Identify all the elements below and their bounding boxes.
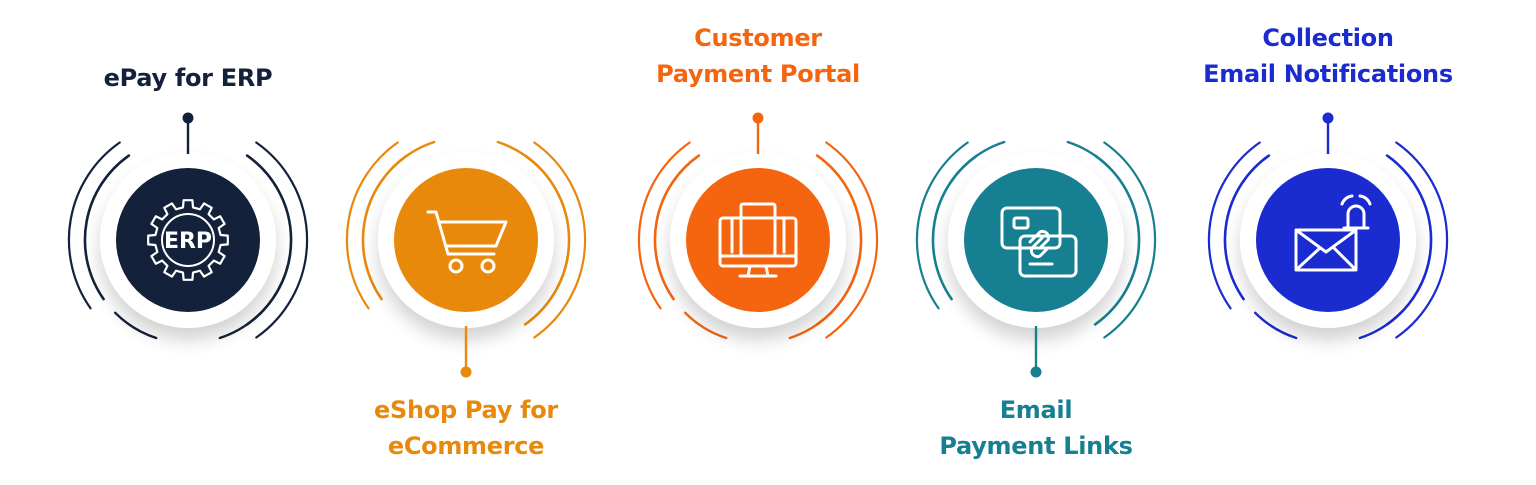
- ring-arcs: [1207, 141, 1449, 340]
- label-line: ePay for ERP: [103, 64, 273, 92]
- label-line: Customer: [694, 24, 822, 52]
- ring-arc: [392, 140, 436, 169]
- node-color-disc: [1256, 168, 1400, 312]
- label-line: Email Notifications: [1203, 60, 1453, 88]
- ring-arc: [1395, 141, 1449, 339]
- erp-gear-icon: ERP: [147, 199, 229, 281]
- ring-arc: [1066, 140, 1110, 169]
- ring-arc: [1207, 141, 1261, 310]
- ring-arcs: [915, 140, 1157, 339]
- card-link-icon: [1000, 206, 1078, 278]
- ring-arc: [533, 141, 587, 339]
- ring-arc: [637, 141, 691, 310]
- envelope-bell-icon: [1294, 194, 1372, 272]
- label-line: Payment Portal: [656, 60, 860, 88]
- ring-arcs: [345, 140, 587, 339]
- ring-arc: [1223, 154, 1271, 301]
- label-line: eCommerce: [387, 432, 545, 460]
- ring-arc: [1358, 311, 1402, 340]
- ring-arc: [931, 154, 979, 301]
- ring-arc: [1385, 154, 1433, 326]
- monitor-portal-icon: [718, 202, 798, 278]
- ring-arc: [255, 141, 309, 339]
- ring-arc: [1093, 154, 1141, 326]
- ring-arc: [915, 141, 969, 310]
- node-email-links: [915, 140, 1157, 378]
- label-line: eShop Pay for: [374, 396, 558, 424]
- label-eshop-pay: eShop Pay for eCommerce: [374, 392, 558, 464]
- node-customer-portal: [637, 112, 879, 340]
- node-color-disc: [116, 168, 260, 312]
- ring-arc: [962, 140, 1006, 169]
- connector-dot: [182, 112, 194, 124]
- connector-dot: [1030, 366, 1042, 378]
- node-color-disc: [964, 168, 1108, 312]
- ring-arc: [345, 141, 399, 310]
- ring-arc: [361, 154, 409, 301]
- ring-arcs: [67, 141, 309, 340]
- node-epay-erp: ERP: [67, 112, 309, 340]
- label-line: Payment Links: [939, 432, 1133, 460]
- ring-arc: [114, 311, 158, 340]
- ring-arc: [684, 311, 728, 340]
- node-color-disc: [394, 168, 538, 312]
- ring-arc: [523, 154, 571, 326]
- ring-arc: [1103, 141, 1157, 339]
- connector-dot: [752, 112, 764, 124]
- ring-arc: [1254, 311, 1298, 340]
- shopping-cart-icon: [426, 210, 508, 274]
- ring-arc: [218, 311, 262, 340]
- label-line: Email: [999, 396, 1073, 424]
- ring-arc: [496, 140, 540, 169]
- ring-arc: [825, 141, 879, 339]
- ring-arc: [653, 154, 701, 301]
- ring-arcs: [637, 141, 879, 340]
- ring-arc: [67, 141, 121, 310]
- connector-dot: [460, 366, 472, 378]
- ring-arc: [245, 154, 293, 326]
- label-line: Collection: [1262, 24, 1394, 52]
- node-color-disc: [686, 168, 830, 312]
- label-epay-erp: ePay for ERP: [104, 60, 273, 96]
- node-eshop-pay: [345, 140, 587, 378]
- node-collection-notifications: [1207, 112, 1449, 340]
- ring-arc: [83, 154, 131, 301]
- svg-text:ERP: ERP: [164, 229, 212, 254]
- ring-arc: [788, 311, 832, 340]
- ring-arc: [815, 154, 863, 326]
- connector-dot: [1322, 112, 1334, 124]
